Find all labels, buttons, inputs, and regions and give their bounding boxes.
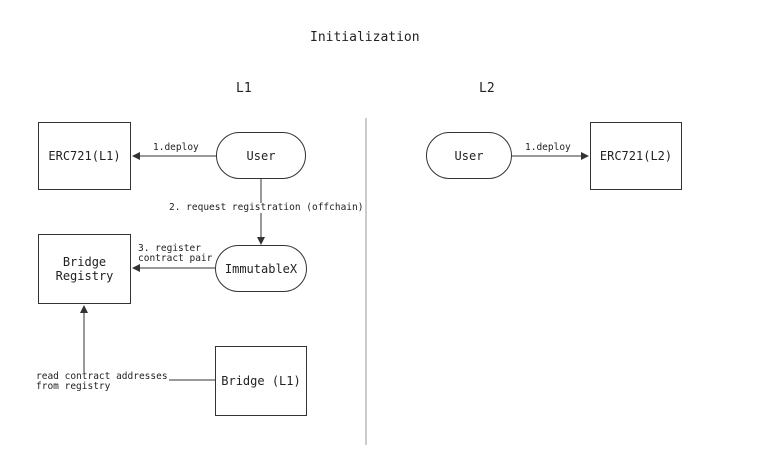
- node-erc721-l1-label: ERC721(L1): [48, 149, 121, 163]
- lane-label-l1: L1: [236, 81, 252, 96]
- diagram-title: Initialization: [310, 30, 420, 45]
- node-erc721-l2-label: ERC721(L2): [599, 149, 673, 163]
- node-immutablex-label: ImmutableX: [224, 261, 298, 276]
- edge-label-register-line2: contract pair: [138, 253, 213, 264]
- node-user-l1-label: User: [246, 148, 276, 163]
- node-user-l1: User: [216, 132, 306, 179]
- edge-label-read-line2: from registry: [36, 381, 111, 392]
- edge-label-deploy-l1: 1.deploy: [153, 142, 199, 153]
- node-bridge-registry-label-line1: Bridge: [62, 255, 107, 269]
- node-erc721-l2: ERC721(L2): [590, 122, 682, 190]
- edge-label-read-line1: read contract addresses: [36, 371, 169, 382]
- node-user-l2: User: [426, 132, 512, 179]
- node-bridge-registry-label-line2: Registry: [55, 269, 114, 283]
- node-bridge-registry: Bridge Registry: [38, 234, 131, 304]
- node-immutablex: ImmutableX: [215, 245, 307, 292]
- node-bridge-l1-label: Bridge (L1): [221, 374, 301, 388]
- node-user-l2-label: User: [454, 148, 484, 163]
- edge-label-register-line1: 3. register: [138, 243, 201, 254]
- lane-label-l2: L2: [479, 81, 495, 96]
- edge-label-deploy-l2: 1.deploy: [525, 142, 571, 153]
- node-erc721-l1: ERC721(L1): [38, 122, 131, 190]
- arrow-read-registry: [80, 305, 215, 381]
- edge-label-request-registration: 2. request registration (offchain): [168, 202, 365, 213]
- node-bridge-l1: Bridge (L1): [215, 346, 307, 416]
